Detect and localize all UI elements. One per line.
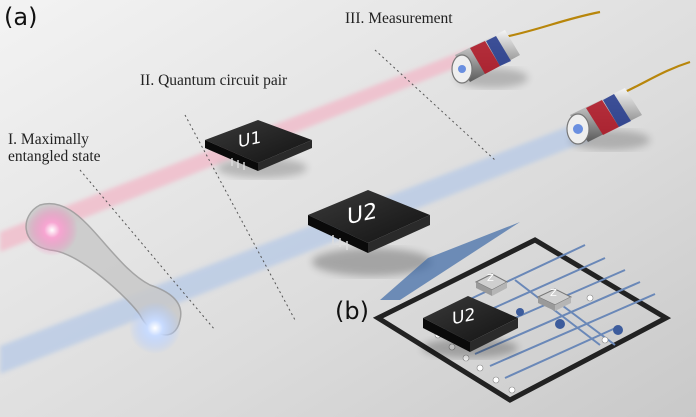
panel-label-b: (b) <box>335 297 369 325</box>
pink-photon <box>26 204 78 256</box>
input-dots <box>434 294 609 394</box>
stage-label-entangled-line1: I. Maximally <box>8 131 89 148</box>
cable <box>624 60 691 93</box>
blue-photon <box>129 302 181 354</box>
stage-label-entangled-line2: entangled state <box>8 148 101 166</box>
cable <box>499 10 601 40</box>
chip-u2 <box>308 190 432 276</box>
inset-frame <box>372 237 672 403</box>
zoom-wedge <box>380 222 520 300</box>
panel-label-a: (a) <box>4 3 38 31</box>
chip-u1 <box>205 120 312 178</box>
z-gate-2 <box>536 288 573 311</box>
detector-1 <box>451 10 601 88</box>
stage-label-measurement: III. Measurement <box>345 10 453 27</box>
chip-u2-inset <box>422 296 518 358</box>
inset-circuit <box>372 237 672 403</box>
entangled-source <box>25 202 182 354</box>
guide-lines <box>79 49 496 331</box>
stage-label-entangled: I. Maximally entangled state <box>8 131 168 165</box>
z-gate-1-label: Z <box>487 273 494 284</box>
beam-splitters <box>516 308 623 335</box>
stage-label-circuit: II. Quantum circuit pair <box>140 72 288 89</box>
detector-2 <box>566 60 691 150</box>
z-gate-2-label: Z <box>550 288 557 299</box>
z-gate-1 <box>474 273 509 296</box>
